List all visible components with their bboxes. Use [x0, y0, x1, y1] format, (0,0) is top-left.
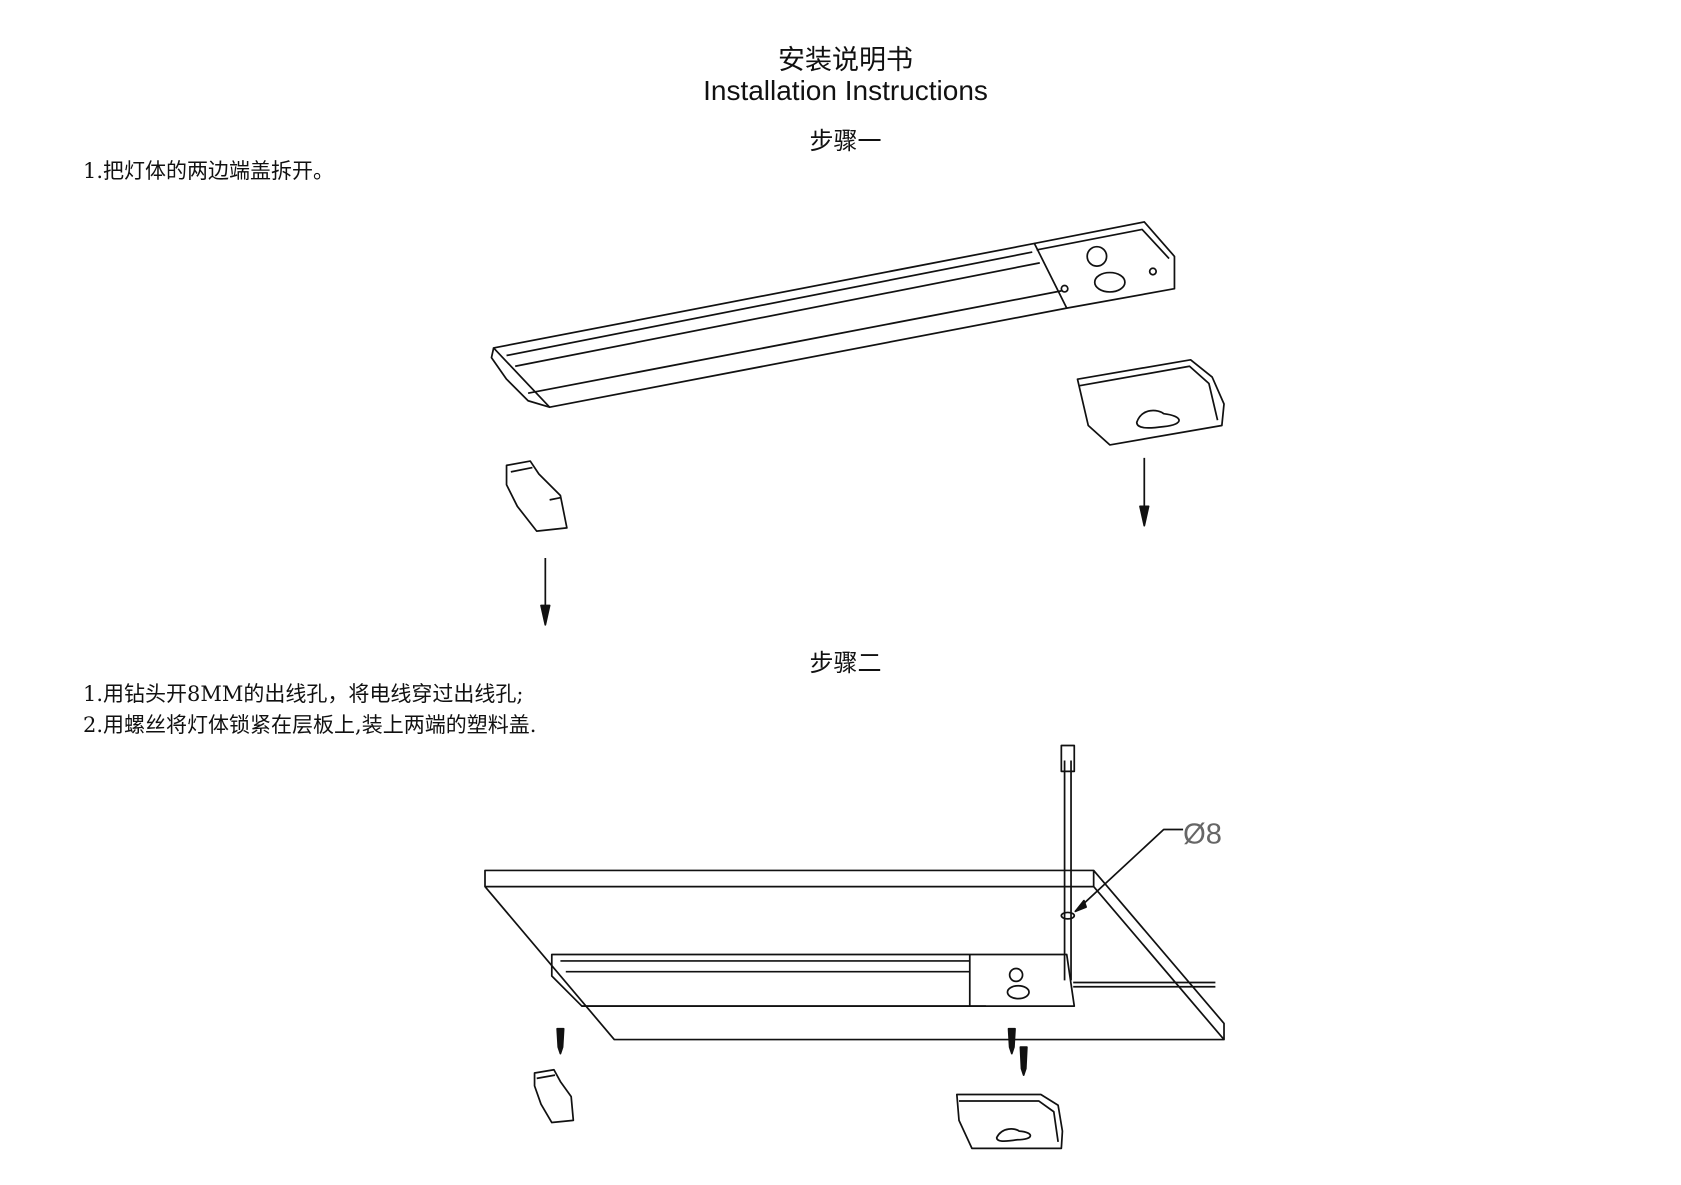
step2-instruction-2: 2.用螺丝将灯体锁紧在层板上,装上两端的塑料盖. [83, 713, 537, 737]
screw-icon [1019, 1046, 1028, 1076]
power-cable [1060, 744, 1076, 981]
title-english: Installation Instructions [703, 75, 988, 106]
left-end-cap [505, 460, 568, 532]
step2-heading: 步骤二 [809, 649, 882, 677]
right-end-cap [1076, 358, 1225, 446]
down-arrow-icon [1139, 457, 1150, 527]
right-end-cap [955, 1093, 1064, 1150]
mounted-light-fixture [550, 953, 1076, 1008]
title-chinese: 安装说明书 [778, 45, 913, 76]
shelf-board [484, 869, 1225, 1041]
screw-icon [1007, 1027, 1016, 1055]
hole-diameter-label: Ø8 [1183, 819, 1222, 851]
step2-instruction-1: 1.用钻头开8MM的出线孔，将电线穿过出线孔; [83, 682, 524, 706]
screw-icon [556, 1027, 565, 1055]
hole-diameter-callout: Ø8 [1074, 819, 1222, 913]
step1-instruction: 1.把灯体的两边端盖拆开。 [83, 159, 335, 183]
light-fixture-exploded [490, 221, 1176, 409]
step1-heading: 步骤一 [809, 127, 882, 155]
down-arrow-icon [540, 558, 551, 626]
left-end-cap [533, 1068, 575, 1124]
